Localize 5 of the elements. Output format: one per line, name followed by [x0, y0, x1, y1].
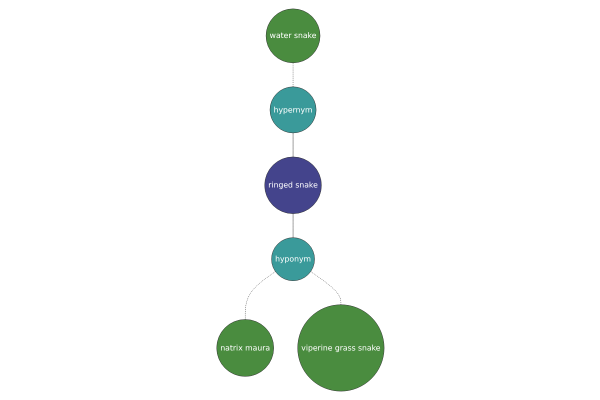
connector — [292, 62, 293, 88]
connector — [244, 271, 276, 320]
connector — [292, 213, 293, 238]
connector — [310, 271, 341, 305]
connector — [292, 132, 293, 158]
